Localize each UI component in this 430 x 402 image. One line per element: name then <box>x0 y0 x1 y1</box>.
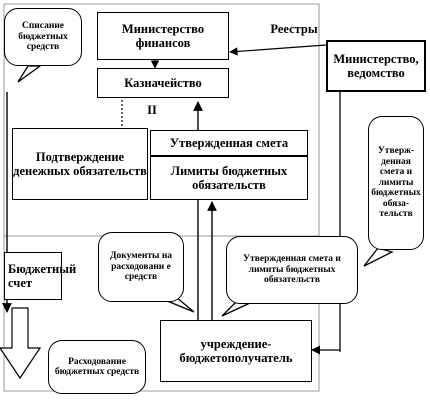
writeoff-callout: Списание бюджетных средств <box>4 8 82 66</box>
spending-callout: Расходование бюджетных средств <box>48 340 146 394</box>
budget-limits-label: Лимиты бюджетных обязательств <box>170 163 288 192</box>
treasury-box: Казначейство <box>97 68 229 98</box>
writeoff-callout-tail <box>17 65 42 83</box>
expense-docs-callout: Документы на расходовани е средств <box>98 232 184 302</box>
side-estimate-callout-text: Утверж- денная смета и лимиты бюджетных … <box>371 146 421 220</box>
budget-account-box: Бюджетный счет <box>4 252 76 300</box>
estimate-limits-callout: Утвержденная смета и лимиты бюджетных об… <box>226 236 358 304</box>
spending-down-arrow <box>0 307 42 380</box>
spending-callout-text: Расходование бюджетных средств <box>54 356 140 377</box>
writeoff-callout-text: Списание бюджетных средств <box>18 21 68 53</box>
approved-estimate-box: Утвержденная смета <box>150 130 308 156</box>
registers-arrow <box>229 44 327 56</box>
confirm-obligations-box: Подтверждение денежных обязательств <box>12 128 148 200</box>
treasury-label: Казначейство <box>124 75 202 90</box>
confirm-obligations-label: Подтверждение денежных обязательств <box>13 149 147 178</box>
side-callout-tail <box>363 247 394 267</box>
estimate-limits-callout-text: Утвержденная смета и лимиты бюджетных об… <box>243 254 341 286</box>
registers-label: Реестры <box>270 22 318 36</box>
expense-docs-callout-text: Документы на расходовани е средств <box>109 251 173 283</box>
budget-limits-box: Лимиты бюджетных обязательств <box>150 156 308 200</box>
ministry-agency-label: Министерство, ведомство <box>333 51 419 80</box>
recipient-box: учреждение-бюджетополучатель <box>160 320 312 382</box>
budget-account-label: Бюджетный счет <box>8 261 77 290</box>
approved-estimate-label: Утвержденная смета <box>169 135 289 150</box>
recipient-label: учреждение-бюджетополучатель <box>179 336 293 365</box>
roman-two-label: II <box>147 103 157 117</box>
ministry-finance-label: Министерство финансов <box>121 21 205 50</box>
ministry-finance-box: Министерство финансов <box>97 12 229 60</box>
ministry-agency-box: Министерство, ведомство <box>326 40 426 92</box>
side-estimate-callout: Утверж- денная смета и лимиты бюджетных … <box>368 116 424 250</box>
